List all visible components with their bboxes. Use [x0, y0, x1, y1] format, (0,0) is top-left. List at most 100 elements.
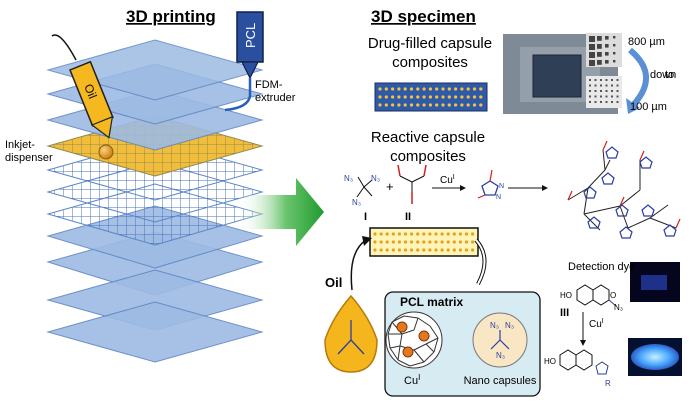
capsule-dot	[428, 95, 432, 99]
capsule-dot	[391, 103, 395, 107]
oil-droplet-label: Oil	[325, 275, 342, 290]
capsule-dot	[409, 95, 414, 99]
capsule-dot	[479, 95, 483, 99]
triazole-ring	[587, 216, 601, 229]
grid-square	[605, 44, 609, 48]
grid-square	[597, 36, 602, 41]
capsule-dot	[373, 248, 377, 252]
capsule-dot	[422, 87, 426, 91]
dispensed-drop	[98, 144, 114, 160]
capsule-dot	[416, 232, 420, 236]
capsule-dot	[416, 87, 420, 91]
curved-arrow-left-head	[362, 236, 372, 246]
inkjet-label-2: dispenser	[5, 152, 53, 164]
capsule-dot	[471, 248, 475, 252]
azide-n3-3: N₃	[352, 198, 361, 207]
process-arrow	[238, 178, 324, 246]
capsule-dot	[416, 95, 420, 99]
capsule-dot	[385, 240, 389, 244]
capsule-dot	[397, 95, 401, 99]
grid-square	[589, 36, 595, 42]
capsule-dot	[379, 232, 383, 236]
grid-square	[605, 84, 608, 87]
azide-n3-1: N₃	[344, 174, 353, 183]
fdm-label-2: extruder	[255, 92, 296, 104]
capsule-dot	[403, 95, 407, 99]
triazole-ring	[619, 226, 633, 239]
network-link	[587, 169, 606, 189]
capsule-dot	[416, 103, 420, 107]
mesh-line	[403, 315, 419, 319]
mesh-line	[429, 325, 439, 339]
grid-square	[613, 60, 616, 63]
heading-3d-specimen: 3D specimen	[371, 7, 476, 26]
capsule-dot	[434, 240, 438, 244]
dye2-ho-label: HO	[544, 357, 556, 366]
capsule-dot	[391, 248, 395, 252]
capsule-dot	[472, 95, 477, 99]
grid-square	[594, 101, 597, 103]
alkyne-compound-II	[397, 164, 427, 204]
capsule-dot	[466, 95, 470, 99]
mesh-line	[423, 351, 435, 363]
capsule-dot	[422, 248, 426, 252]
capsule-dot	[403, 232, 408, 236]
capsule-dot	[440, 240, 444, 244]
network-link	[583, 205, 621, 215]
grid-square	[597, 44, 602, 49]
print-layer	[46, 269, 264, 331]
grid-square	[616, 79, 619, 81]
inkjet-label-1: Inkjet-	[5, 139, 35, 151]
nano-capsule	[472, 312, 528, 368]
capsule-dot	[434, 248, 438, 252]
fdm-extruder: PCL	[224, 11, 264, 112]
network-link	[567, 187, 589, 201]
mesh-line	[413, 343, 427, 351]
capsule-dot	[447, 95, 451, 99]
capsule-dot	[441, 87, 445, 91]
mesh-line	[389, 345, 401, 349]
mesh-line	[397, 345, 401, 361]
grid-square	[605, 60, 609, 64]
capsule-dot	[471, 232, 475, 236]
capsule-dot	[428, 240, 432, 244]
triazole-product	[477, 169, 499, 199]
coumarin-azide	[576, 284, 617, 307]
capsule-dot	[397, 87, 401, 91]
capsule-dot	[440, 232, 444, 236]
azide-n3-2: N₃	[371, 174, 380, 183]
capsule-dot	[373, 232, 377, 236]
capsule-dot	[464, 248, 469, 252]
network-link	[602, 149, 606, 171]
grid-square	[589, 101, 591, 103]
capsule-dot	[460, 95, 464, 99]
network-link	[619, 189, 641, 207]
capsule-dot	[466, 87, 470, 91]
grid-square	[600, 95, 602, 98]
triazole-ring	[583, 186, 597, 199]
triazole-ring	[615, 204, 629, 217]
pcl-label: PCL	[243, 23, 258, 48]
capsule-dot	[410, 232, 414, 236]
grid-square	[611, 90, 613, 92]
grid-square	[600, 84, 602, 87]
capsule-dot	[385, 248, 389, 252]
reactive-title-2: composites	[390, 148, 466, 165]
strip-dots	[373, 232, 475, 252]
capsule-dot	[435, 87, 439, 91]
grid-square	[616, 84, 619, 87]
grid-square	[589, 90, 591, 92]
alkyne-end	[619, 196, 625, 207]
triazole-n-1: N	[499, 183, 504, 190]
dye-photo-1-glow	[641, 275, 667, 290]
capsule-dot	[428, 87, 432, 91]
dye2-r-label: R	[605, 379, 611, 388]
capsule-dot	[403, 87, 407, 91]
compound-I-label: I	[364, 211, 367, 223]
dye-n3-label: N₃	[614, 303, 623, 312]
fdm-label-1: FDM-	[255, 79, 283, 91]
capsule-dot	[416, 248, 420, 252]
triazole-ring	[663, 224, 677, 237]
capsule-dot	[428, 103, 432, 107]
